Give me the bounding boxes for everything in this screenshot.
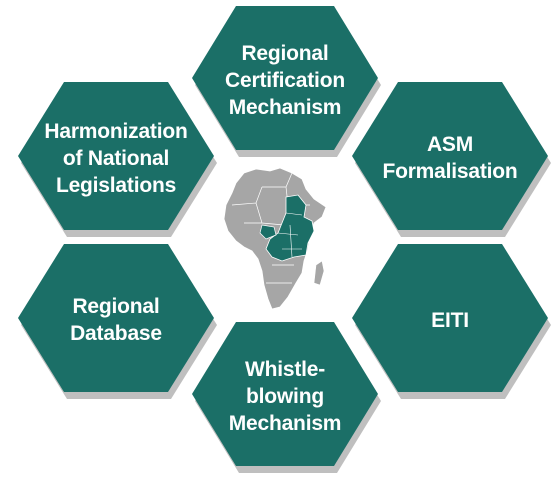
hex-label: ASM Formalisation	[382, 133, 518, 183]
hexagon-shape	[192, 322, 381, 473]
hex-asm-formalisation: ASM Formalisation	[350, 82, 551, 237]
hex-whistleblowing: Whistle- blowing Mechanism	[190, 322, 381, 473]
madagascar-shape	[313, 260, 325, 286]
hexagon-shape	[352, 244, 551, 399]
hex-label: Regional Database	[70, 295, 162, 345]
hexagon-shape	[192, 6, 381, 157]
africa-map-svg	[223, 167, 327, 310]
hex-label: EITI	[431, 308, 469, 332]
hex-harmonization: Harmonization of National Legislations	[16, 82, 217, 237]
hex-regional-database: Regional Database	[16, 244, 217, 399]
hexagon-shape	[352, 82, 551, 237]
africa-map-icon	[222, 165, 332, 315]
hex-label: Regional Certification Mechanism	[225, 41, 345, 119]
hex-eiti: EITI	[350, 244, 551, 399]
hex-label: Harmonization of National Legislations	[44, 119, 188, 197]
hex-label: Whistle- blowing Mechanism	[228, 357, 342, 435]
hexagon-shape	[18, 82, 217, 237]
hex-regional-certification: Regional Certification Mechanism	[190, 6, 381, 157]
hexagon-shape	[18, 244, 217, 399]
